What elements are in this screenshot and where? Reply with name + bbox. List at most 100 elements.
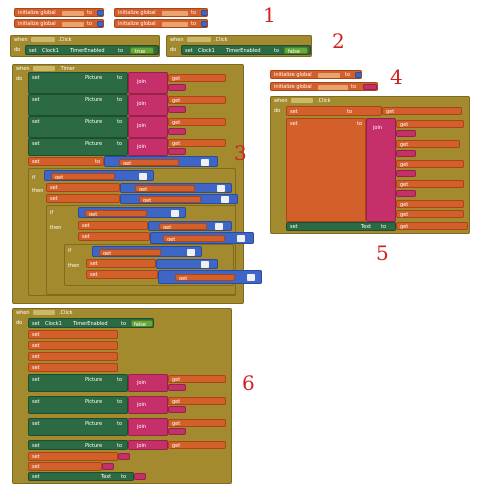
set-picture-block[interactable]: set Picture to: [28, 396, 128, 414]
init-global-block[interactable]: initialize global to: [114, 19, 208, 28]
join-block[interactable]: join: [128, 440, 168, 450]
number-block[interactable]: [355, 72, 361, 78]
join-block[interactable]: join: [128, 94, 168, 116]
get-global-block[interactable]: get: [168, 419, 226, 427]
join-block[interactable]: join: [128, 72, 168, 94]
set-timer-enabled-block[interactable]: set Clock1 TimerEnabled to false: [28, 318, 154, 328]
get-global-block[interactable]: get: [168, 118, 226, 126]
text-block[interactable]: [168, 406, 186, 413]
var-name-field[interactable]: [62, 22, 84, 27]
component-dropdown[interactable]: [33, 310, 55, 315]
number-block[interactable]: [201, 21, 207, 27]
text-block[interactable]: [168, 84, 186, 91]
get-global-block[interactable]: get: [139, 196, 201, 203]
var-name-field[interactable]: [162, 11, 188, 16]
set-global-block[interactable]: set to: [286, 106, 382, 116]
get-global-block[interactable]: get: [168, 397, 226, 405]
get-global-block[interactable]: get: [382, 107, 462, 115]
set-picture-block[interactable]: set Picture to: [28, 72, 128, 94]
init-global-block[interactable]: initialize global to: [14, 8, 104, 17]
get-global-block[interactable]: get: [168, 139, 226, 147]
number-block[interactable]: [201, 10, 207, 16]
set-global-block[interactable]: set: [78, 221, 148, 230]
number-block[interactable]: [139, 173, 147, 180]
text-block[interactable]: [396, 130, 416, 137]
component-dropdown[interactable]: [33, 66, 55, 71]
set-global-block[interactable]: set: [86, 259, 156, 268]
component-dropdown[interactable]: [187, 37, 211, 42]
text-block[interactable]: [363, 84, 377, 90]
math-add-block[interactable]: [156, 259, 218, 269]
init-global-block[interactable]: initialize global to: [270, 70, 362, 79]
math-add-block[interactable]: get: [104, 156, 218, 167]
var-name-field[interactable]: [318, 85, 348, 90]
set-picture-block[interactable]: set Picture to: [28, 94, 128, 116]
get-global-block[interactable]: get: [163, 235, 225, 242]
false-block[interactable]: false: [284, 47, 308, 54]
compare-block[interactable]: get: [44, 170, 154, 181]
set-global-block[interactable]: set: [46, 194, 120, 203]
set-picture-block[interactable]: set Picture to: [28, 374, 128, 392]
join-block[interactable]: join: [128, 418, 168, 436]
get-global-block[interactable]: get: [135, 185, 195, 192]
set-label-text-block[interactable]: set Text to: [286, 222, 396, 231]
get-global-block[interactable]: get: [51, 173, 115, 180]
compare-block[interactable]: get: [92, 246, 202, 257]
math-add-block[interactable]: get: [120, 183, 232, 193]
number-block[interactable]: [187, 249, 195, 256]
set-global-block[interactable]: set: [86, 270, 158, 279]
set-global-block[interactable]: set: [28, 462, 102, 471]
number-block[interactable]: [201, 159, 209, 166]
get-global-block[interactable]: get: [396, 160, 464, 168]
var-name-field[interactable]: [62, 11, 84, 16]
true-block[interactable]: true: [130, 47, 154, 54]
number-block[interactable]: [237, 235, 245, 242]
number-block[interactable]: [221, 196, 229, 203]
number-block[interactable]: [97, 21, 103, 27]
set-global-block[interactable]: set to: [286, 118, 366, 222]
init-global-block[interactable]: initialize global to: [114, 8, 208, 17]
text-block[interactable]: [396, 150, 416, 157]
var-name-field[interactable]: [318, 73, 340, 78]
get-global-block[interactable]: get: [396, 222, 468, 230]
join-block[interactable]: join: [366, 118, 396, 222]
when-button-click-block[interactable]: when .Click do set Clock1 TimerEnabled t…: [166, 35, 312, 57]
set-picture-block[interactable]: set Picture to: [28, 138, 128, 156]
math-add-block[interactable]: get: [148, 221, 232, 231]
math-add-block[interactable]: get: [120, 194, 238, 204]
get-global-block[interactable]: get: [168, 74, 226, 82]
set-global-block[interactable]: set: [28, 363, 118, 372]
text-block[interactable]: [396, 190, 416, 197]
text-block[interactable]: [118, 453, 130, 460]
set-label-text-block[interactable]: set Text to: [28, 472, 134, 481]
set-picture-block[interactable]: set Picture to: [28, 418, 128, 436]
get-global-block[interactable]: get: [396, 140, 460, 148]
get-global-block[interactable]: get: [168, 441, 226, 449]
set-global-block[interactable]: set: [28, 341, 118, 350]
get-global-block[interactable]: get: [99, 249, 161, 256]
init-global-block[interactable]: initialize global to: [270, 82, 378, 91]
number-block[interactable]: [97, 10, 103, 16]
math-add-block[interactable]: get: [150, 232, 254, 244]
when-button-click-block[interactable]: when .Click do set Clock1 TimerEnabled t…: [10, 35, 160, 57]
text-block[interactable]: [134, 473, 146, 480]
join-block[interactable]: join: [128, 116, 168, 138]
get-global-block[interactable]: get: [119, 159, 179, 166]
component-dropdown[interactable]: [291, 98, 313, 103]
text-block[interactable]: [168, 128, 186, 135]
number-block[interactable]: [247, 274, 255, 281]
component-dropdown[interactable]: [31, 37, 55, 42]
set-timer-enabled-block[interactable]: set Clock1 TimerEnabled to false: [181, 45, 311, 55]
set-timer-enabled-block[interactable]: set Clock1 TimerEnabled to true: [25, 45, 159, 55]
get-global-block[interactable]: get: [85, 210, 147, 217]
get-global-block[interactable]: get: [168, 375, 226, 383]
text-block[interactable]: [168, 384, 186, 391]
math-add-block[interactable]: get: [158, 270, 262, 284]
get-global-block[interactable]: get: [396, 200, 464, 208]
get-global-block[interactable]: get: [175, 274, 235, 281]
set-global-block[interactable]: set to: [28, 157, 104, 166]
get-global-block[interactable]: get: [396, 180, 464, 188]
get-global-block[interactable]: get: [396, 120, 464, 128]
number-block[interactable]: [217, 185, 225, 192]
text-block[interactable]: [168, 428, 186, 435]
